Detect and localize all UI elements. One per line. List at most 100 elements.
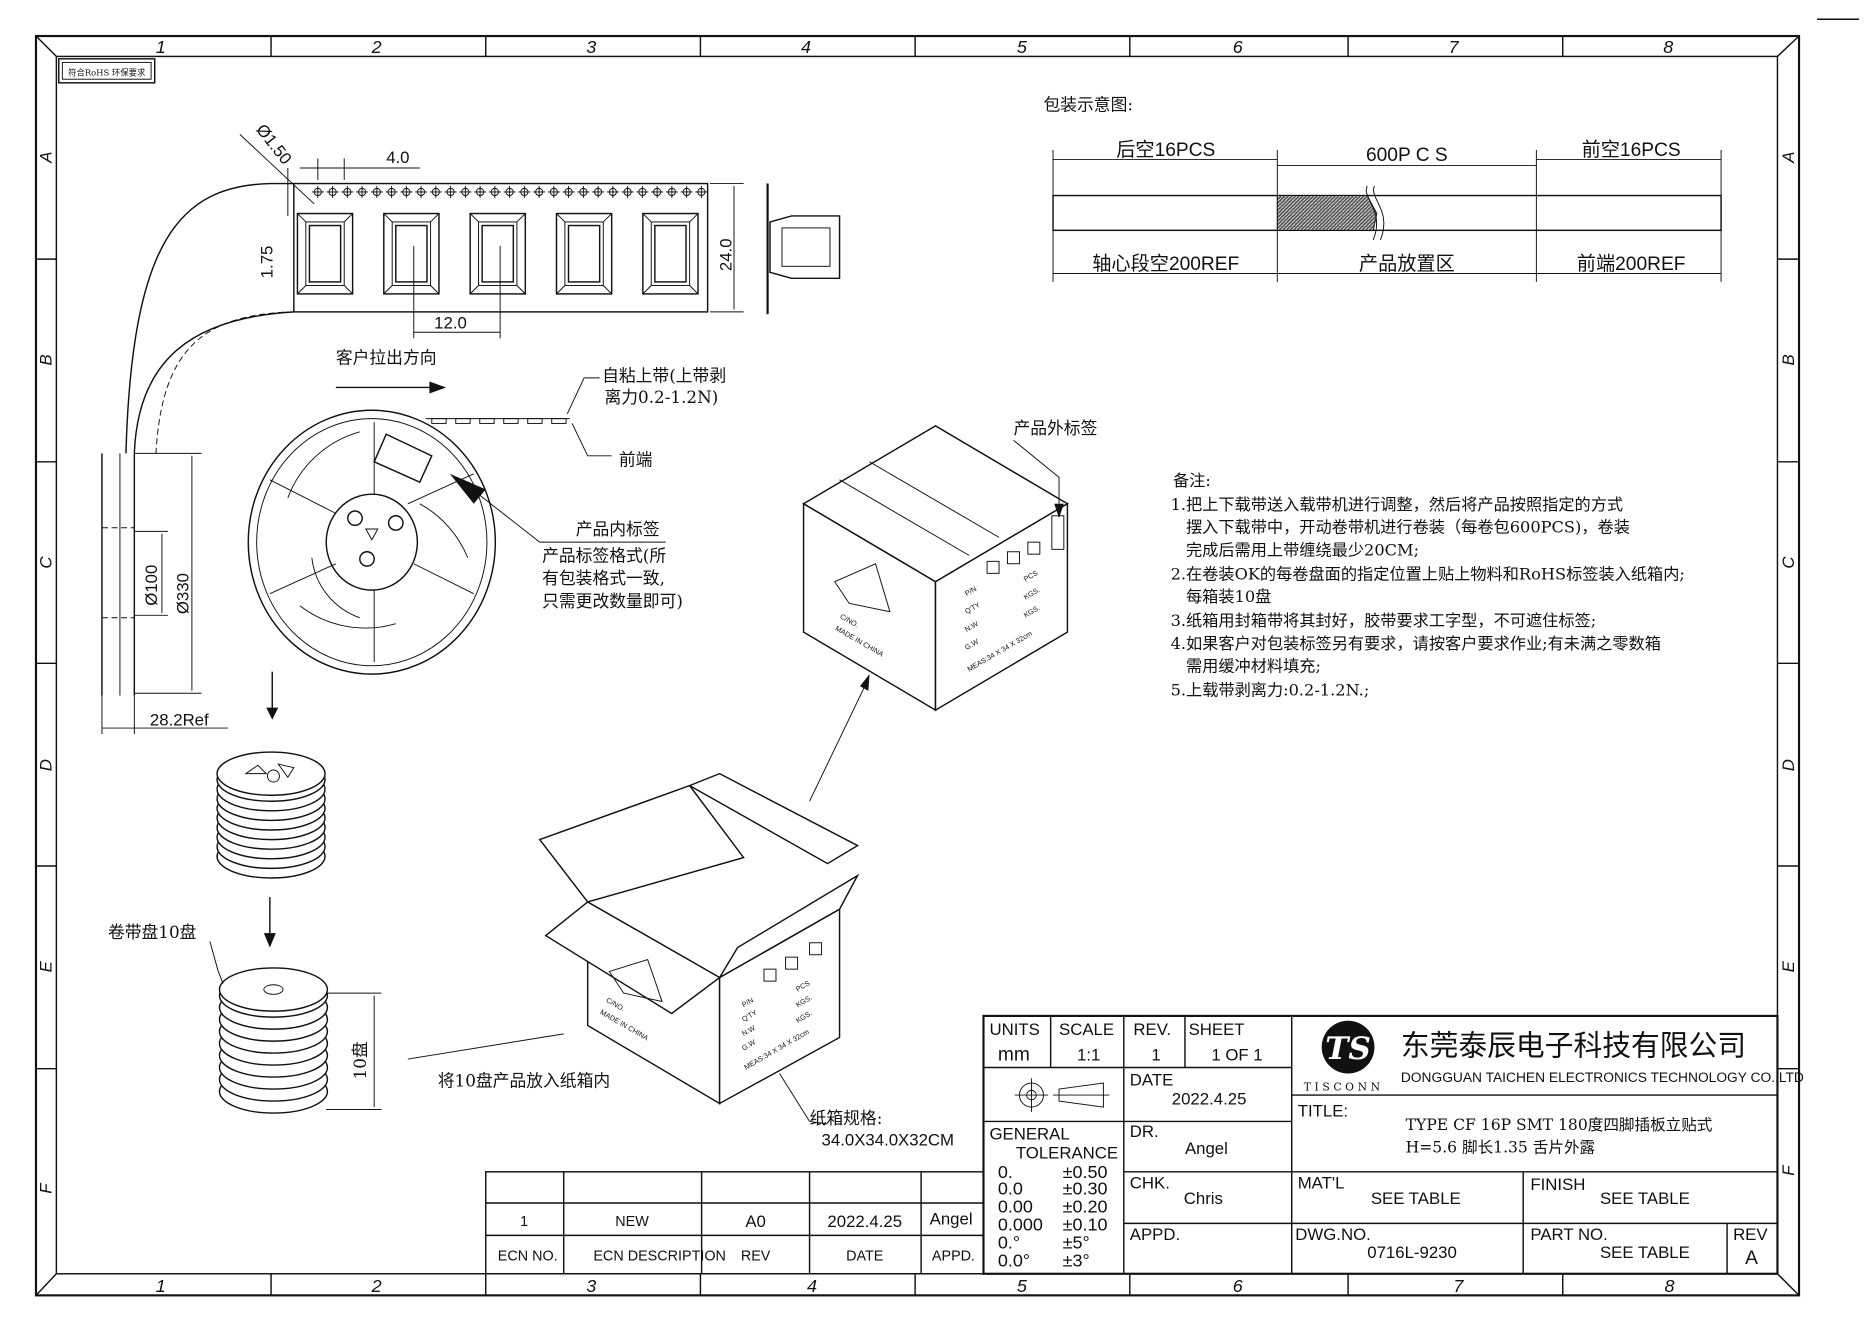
hole-dia-dim: Ø1.50 [252,120,295,168]
col-label: 8 [1663,37,1673,57]
col-label: 3 [586,37,596,57]
packing-top-label: 600P C S [1366,145,1448,166]
col-label: 2 [371,37,382,57]
note-line: 需用缓冲材料填充; [1171,657,1321,676]
tol-base: 0.0° [998,1251,1030,1271]
sprocket-hole [400,185,413,198]
sprocket-hole [341,185,354,198]
packing-bottom-label: 前端200REF [1577,253,1686,275]
tape-pocket [642,212,699,295]
units-value: mm [998,1044,1030,1065]
chk-value: Chris [1184,1189,1223,1208]
revision-table: 1 NEW A0 2022.4.25 Angel ECN NO. ECN DES… [485,1171,985,1275]
row-label: A [1779,152,1798,164]
sprocket-hole [415,185,428,198]
units-label: UNITS [989,1020,1039,1039]
notes: 备注: 1.把上下载带送入载带机进行调整，然后将产品按照指定的方式 摆入下载带中… [1171,471,1685,700]
tol-base: 0.000 [998,1215,1043,1235]
sprocket-hole [503,185,516,198]
row-label: A [37,152,56,164]
sheet-value: 1 OF 1 [1211,1045,1262,1064]
row-label: C [37,556,56,569]
hole-pitch-dim: 4.0 [386,148,409,167]
sprocket-hole [562,185,575,198]
row-label: E [37,960,56,972]
col-label: 7 [1449,37,1460,57]
sprocket-hole [385,185,398,198]
rev-header: ECN DESCRIPTION [593,1249,726,1265]
dwg-value: 0716L-9230 [1367,1243,1457,1262]
col-label: 2 [371,1276,382,1296]
sprocket-hole [547,185,560,198]
packing-top-label: 前空16PCS [1582,139,1681,161]
tape-pocket [296,212,354,295]
row-label: C [1779,556,1798,569]
cover-tape-note: 自粘上带(上带剥 [602,365,726,385]
tape-pocket [383,212,440,295]
rev-header: APPD. [932,1249,975,1265]
tol-value: ±0.10 [1063,1215,1108,1235]
rev-header: REV [741,1249,771,1265]
tol-value: ±0.50 [1063,1162,1108,1182]
row-label: D [37,759,56,771]
finish-label: FINISH [1530,1175,1585,1194]
sprocket-hole [429,185,442,198]
sprocket-hole [311,185,324,198]
col-label: 3 [586,1276,596,1296]
sprocket-hole [488,185,501,198]
sprocket-hole [606,185,619,198]
note-line: 2.在卷装OK的每卷盘面的指定位置上贴上物料和RoHS标签装入纸箱内; [1171,564,1685,583]
reels-count-label: 卷带盘10盘 [108,922,197,942]
sprocket-hole [592,185,605,198]
packing-bottom-label: 轴心段空200REF [1092,253,1239,275]
note-line: 1.把上下载带送入载带机进行调整，然后将产品按照指定的方式 [1171,495,1624,514]
sprocket-hole [444,185,457,198]
tol-base: 0.00 [998,1197,1033,1217]
sprocket-hole [636,185,649,198]
col-label: 6 [1233,37,1243,57]
sheet-label: SHEET [1189,1020,1245,1039]
rev-date: 2022.4.25 [827,1212,902,1231]
row-label: F [37,1182,56,1194]
edge-offset-dim: 1.75 [257,246,276,279]
col-label: 5 [1017,37,1028,57]
company-name-en: DONGGUAN TAICHEN ELECTRONICS TECHNOLOGY … [1401,1070,1804,1085]
matl-value: SEE TABLE [1371,1189,1461,1208]
note-line: 5.上载带剥离力:0.2-1.2N.; [1171,681,1370,700]
date-value: 2022.4.25 [1172,1090,1247,1109]
rev-value: 1 [1151,1045,1160,1064]
matl-label: MAT'L [1298,1174,1345,1193]
general-label: GENERAL [989,1124,1069,1143]
dr-label: DR. [1130,1122,1159,1141]
row-label: E [1779,960,1798,972]
sprocket-hole [459,185,472,198]
packing-top-label: 后空16PCS [1116,139,1215,161]
rev-header: DATE [846,1249,883,1265]
into-box-label: 将10盘产品放入纸箱内 [438,1071,610,1091]
closed-carton: C/NO. MADE IN CHINA P/N Q'TY N.W G.W MEA… [802,418,1098,802]
row-label: B [1779,354,1798,365]
reel-side-view: Ø100 Ø330 28.2Ref [101,452,279,735]
company-logo-icon: TS TISCONN [1304,1020,1380,1093]
tol-base: 0.0 [998,1179,1023,1199]
outer-label-title: 产品外标签 [1013,418,1097,438]
col-label: 4 [801,37,811,57]
tape-pocket [555,212,613,295]
label-note: 只需更改数量即可) [542,591,683,611]
col-label: 6 [1233,1276,1243,1296]
label-note: 产品标签格式(所 [542,545,666,565]
tol-base: 0.° [998,1233,1020,1253]
packing-diagram: 包装示意图: 后空16PCS 600P C S 前空16PCS 轴心段空200R… [1043,94,1722,282]
date-label: DATE [1130,1070,1174,1089]
reel-width-dim: 28.2Ref [150,711,209,730]
sprocket-hole [651,185,664,198]
sprocket-hole [577,185,590,198]
reel-stack: 卷带盘10盘 10盘 将10盘产品放入纸箱内 [108,751,610,1114]
title-label: TITLE: [1298,1102,1348,1121]
dr-value: Angel [1185,1139,1228,1158]
pocket-pitch-dim: 12.0 [434,314,467,333]
col-label: 1 [156,37,166,57]
part-value: SEE TABLE [1600,1243,1690,1262]
rev2-label: REV [1733,1225,1768,1244]
